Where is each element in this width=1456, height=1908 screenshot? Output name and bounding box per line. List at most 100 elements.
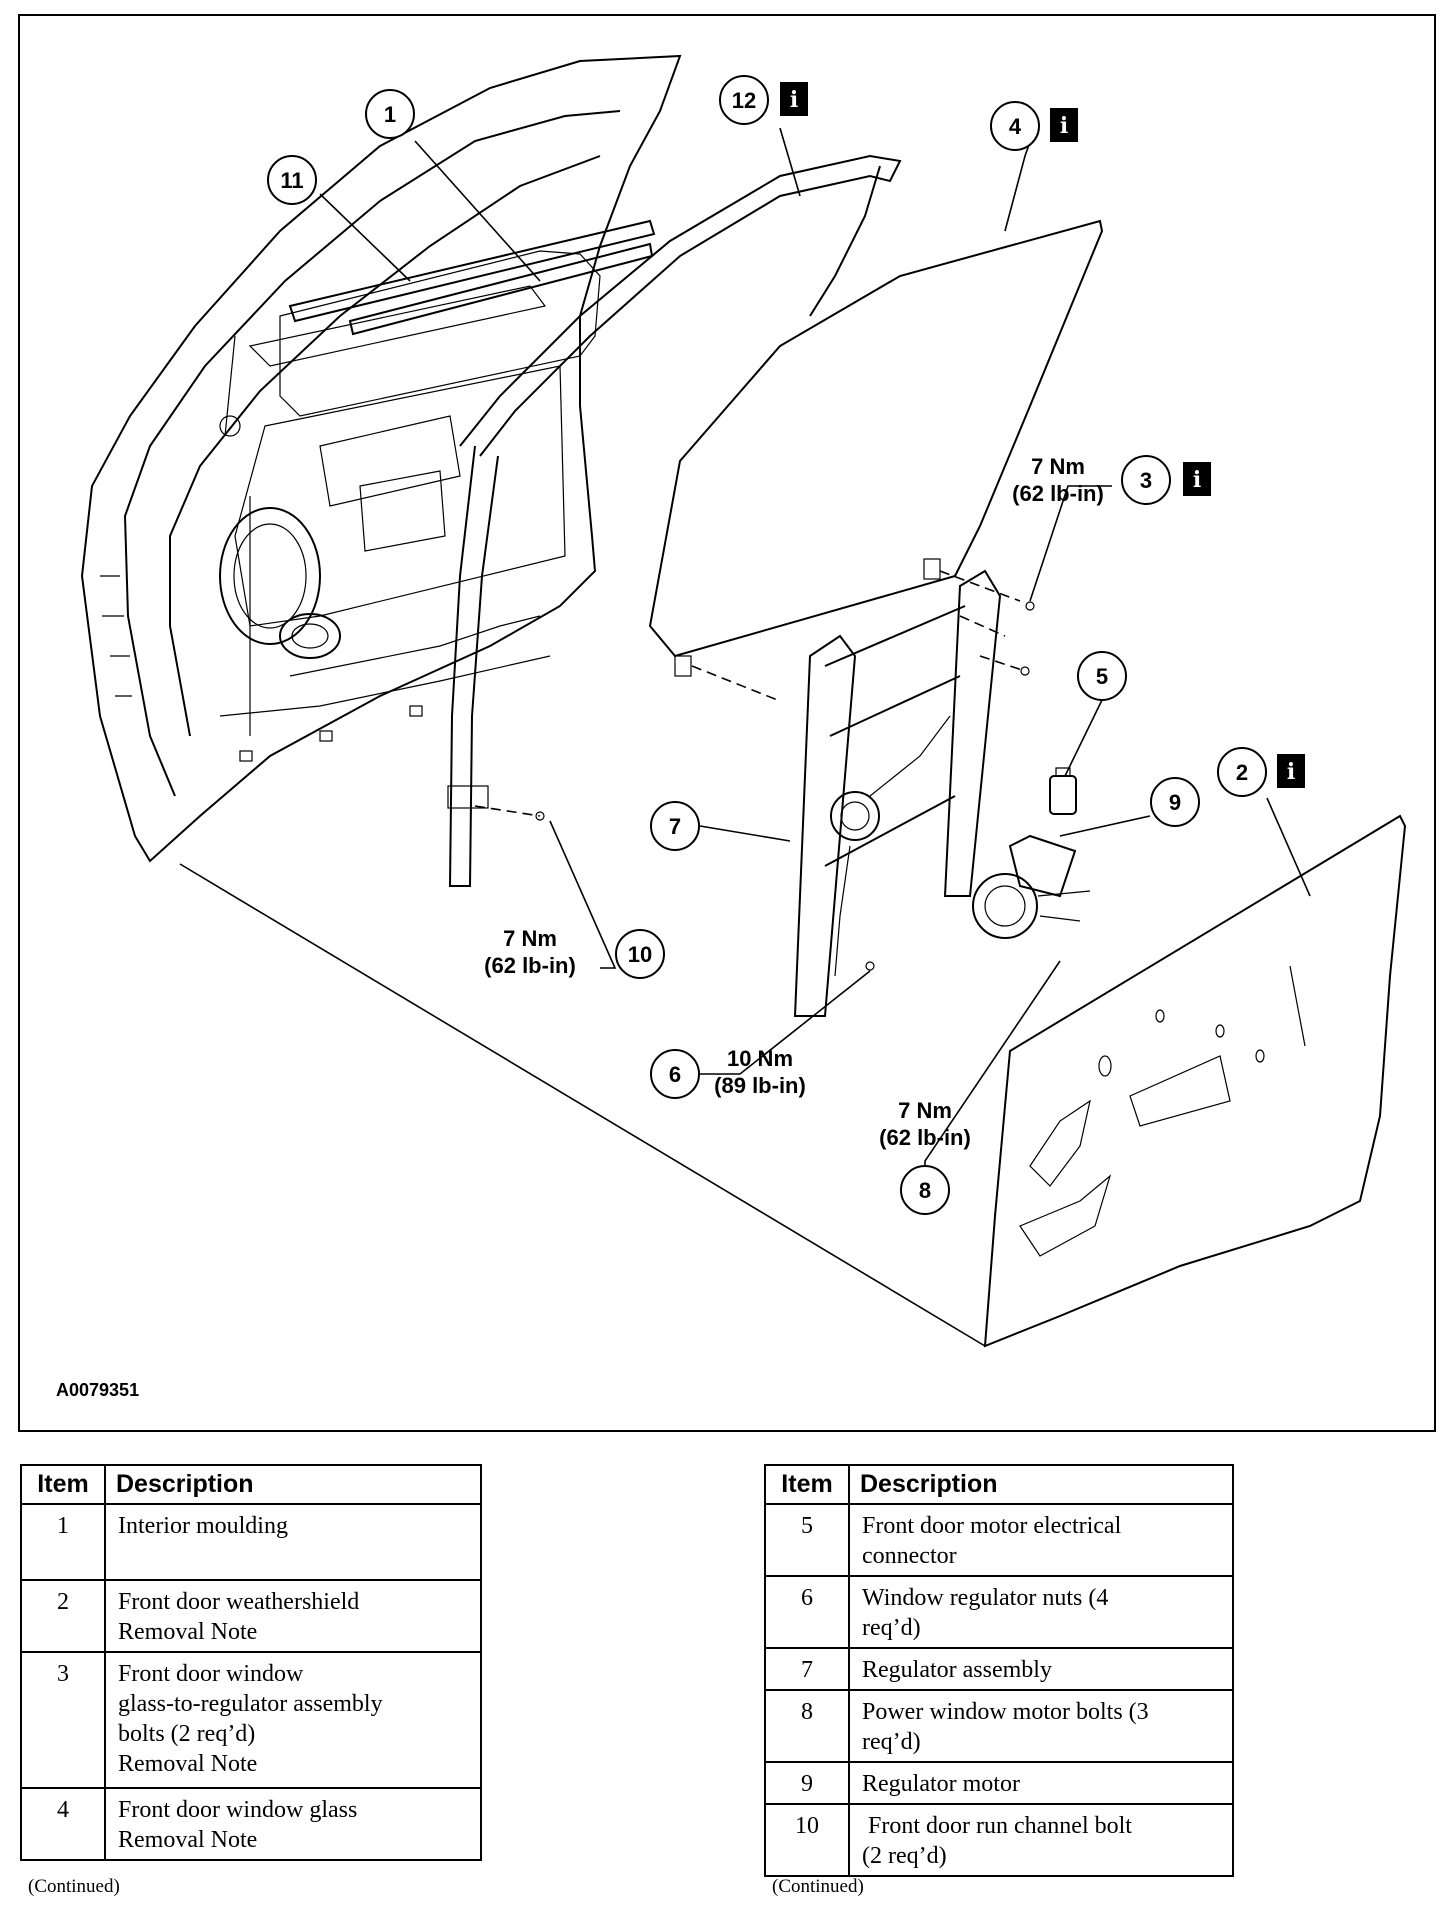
callout-8-label: 8 [919, 1178, 931, 1203]
torque-spec-item10: 7 Nm (62 lb-in) [484, 926, 576, 978]
run-channel [447, 154, 902, 887]
torque-lbin: (62 lb-in) [1012, 481, 1104, 506]
glass-clip-left [674, 655, 692, 677]
table-row: 7 Regulator assembly [764, 1647, 1234, 1691]
leader-1 [414, 140, 541, 282]
table-header-row: Item Description [20, 1464, 482, 1505]
torque-spec-item8: 7 Nm (62 lb-in) [879, 1098, 971, 1150]
leader-3 [1029, 485, 1112, 602]
torque-spec-item6: 10 Nm (89 lb-in) [714, 1046, 806, 1098]
item-description: Front door weathershield Removal Note [104, 1579, 482, 1653]
item-description: Power window motor bolts (3 req’d) [848, 1689, 1234, 1763]
callout-10: 10 [615, 929, 665, 979]
regulator-motor [972, 834, 1091, 939]
parts-table-right: Item Description 5 Front door motor elec… [764, 1464, 1234, 1877]
desc-line: glass-to-regulator assembly [118, 1691, 383, 1717]
callout-5: 5 [1077, 651, 1127, 701]
item-number: 1 [20, 1503, 106, 1581]
continued-note-right: (Continued) [772, 1876, 864, 1897]
item-description: Front door window glass-to-regulator ass… [104, 1651, 482, 1789]
desc-line: req’d) [862, 1729, 921, 1755]
item-number: 8 [764, 1689, 850, 1763]
regulator-bolt-lines [959, 615, 1026, 672]
table-row: 5 Front door motor electrical connector [764, 1503, 1234, 1577]
table-row: 8 Power window motor bolts (3 req’d) [764, 1689, 1234, 1763]
callout-9-label: 9 [1169, 790, 1181, 815]
glass-bolt-line-right [939, 570, 1021, 602]
callout-4: 4 i [990, 101, 1078, 151]
header-item: Item [20, 1464, 106, 1505]
leader-9 [1059, 815, 1151, 837]
info-icon-glyph: i [790, 87, 798, 113]
desc-line: Interior moulding [118, 1513, 288, 1539]
table-row: 2 Front door weathershield Removal Note [20, 1579, 482, 1653]
header-item: Item [764, 1464, 850, 1505]
info-icon [1050, 108, 1078, 142]
callout-7: 7 [650, 801, 700, 851]
desc-line: bolts (2 req’d) [118, 1721, 256, 1747]
item-number: 7 [764, 1647, 850, 1691]
torque-nm: 10 Nm [727, 1046, 793, 1071]
desc-line: (2 req’d) [862, 1843, 947, 1869]
desc-line: Front door window [118, 1661, 304, 1687]
callout-12-label: 12 [732, 88, 756, 113]
callout-3: 3 i [1121, 455, 1211, 505]
desc-line: Front door weathershield [118, 1589, 360, 1615]
leader-10 [549, 820, 617, 969]
callout-3-label: 3 [1140, 468, 1152, 493]
desc-line: req’d) [862, 1615, 921, 1641]
exploded-view-diagram: 1 2 i 3 i 4 i 5 6 7 8 9 10 [18, 14, 1436, 1432]
figure-id: A0079351 [56, 1380, 139, 1400]
callout-11-label: 11 [280, 168, 303, 193]
item-number: 9 [764, 1761, 850, 1805]
header-description: Description [104, 1464, 482, 1505]
callout-1-label: 1 [384, 102, 396, 127]
leader-12 [779, 127, 801, 197]
info-icon [780, 82, 808, 116]
torque-spec-item3: 7 Nm (62 lb-in) [1012, 454, 1104, 506]
regulator-assembly [793, 569, 1002, 1017]
torque-nm: 7 Nm [898, 1098, 952, 1123]
item-number: 4 [20, 1787, 106, 1861]
torque-nm: 7 Nm [1031, 454, 1085, 479]
callout-9: 9 [1150, 777, 1200, 827]
leader-7 [699, 825, 791, 842]
torque-lbin: (62 lb-in) [484, 953, 576, 978]
info-icon [1277, 754, 1305, 788]
table-row: 1 Interior moulding [20, 1503, 482, 1581]
table-row: 4 Front door window glass Removal Note [20, 1787, 482, 1861]
item-number: 6 [764, 1575, 850, 1649]
callout-2: 2 i [1217, 747, 1305, 797]
callout-8: 8 [900, 1165, 950, 1215]
panel-edge-line [179, 863, 986, 1347]
item-number: 5 [764, 1503, 850, 1577]
desc-line: connector [862, 1543, 957, 1569]
glass-bolt-line-left [691, 665, 781, 702]
glass-clip-right [923, 558, 941, 580]
callout-11: 11 [267, 155, 317, 205]
item-number: 10 [764, 1803, 850, 1877]
motor-connector [1049, 767, 1077, 815]
continued-note-left: (Continued) [28, 1876, 120, 1897]
desc-line: Removal Note [118, 1827, 258, 1853]
item-description: Front door window glass Removal Note [104, 1787, 482, 1861]
weathershield [983, 814, 1407, 1348]
item-description: Regulator assembly [848, 1647, 1234, 1691]
desc-line: Front door motor electrical [862, 1513, 1122, 1539]
item-description: Front door motor electrical connector [848, 1503, 1234, 1577]
desc-line: Front door window glass [118, 1797, 358, 1823]
item-description: Window regulator nuts (4 req’d) [848, 1575, 1234, 1649]
table-row: 6 Window regulator nuts (4 req’d) [764, 1575, 1234, 1649]
callout-4-label: 4 [1009, 114, 1022, 139]
table-row: 10 Front door run channel bolt (2 req’d) [764, 1803, 1234, 1877]
nut-6b [1020, 666, 1030, 676]
info-icon-glyph: i [1060, 113, 1068, 139]
desc-line: Power window motor bolts (3 [862, 1699, 1149, 1725]
diagram-canvas: 1 2 i 3 i 4 i 5 6 7 8 9 10 [56, 54, 1407, 1400]
callout-7-label: 7 [669, 814, 681, 839]
run-channel-bolt-line [474, 805, 541, 817]
leader-5 [1064, 699, 1103, 777]
item-description: Regulator motor [848, 1761, 1234, 1805]
leader-2 [1266, 797, 1311, 897]
leader-4 [1004, 141, 1031, 232]
